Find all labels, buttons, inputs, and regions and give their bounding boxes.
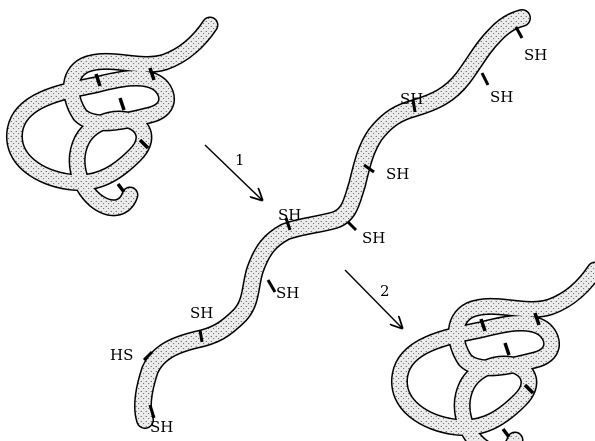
arrow-step-1 [205,145,262,200]
folded-protein-native [14,25,210,208]
sh-label-5: SH [278,206,301,224]
sh-label-4: SH [386,165,409,183]
sh-label-2: SH [490,88,513,106]
sh-label-1: SH [524,46,547,64]
arrow-step-2 [345,270,402,328]
arrow-label-2: 2 [380,282,390,300]
sh-label-3: SH [400,90,423,108]
folded-protein-refolded [399,270,595,441]
sh-label-6: SH [362,229,385,247]
sh-label-8: SH [190,304,213,322]
sh-label-7: SH [276,284,299,302]
hs-label: HS [110,346,133,364]
sh-label-9: SH [150,418,173,436]
arrow-label-1: 1 [235,151,245,169]
